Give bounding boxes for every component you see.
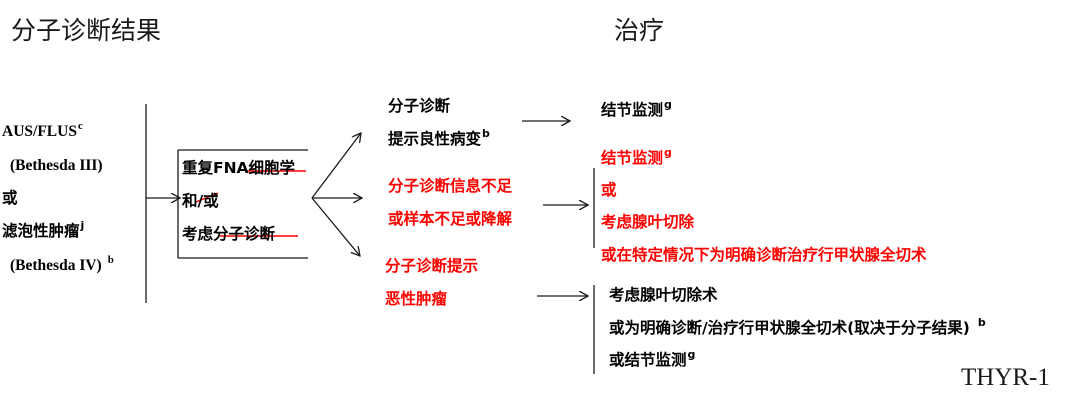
- malignant-treatment-text-2: 或为明确诊断/治疗行甲状腺全切术(取决于分子结果): [609, 319, 970, 337]
- arrow-to-benign: [311, 133, 361, 199]
- benign-treatment-sup: g: [664, 98, 672, 111]
- entry-sup-j: j: [80, 219, 85, 232]
- entry-line-1: AUS/FLUSc: [2, 120, 83, 143]
- benign-outcome-sup: b: [482, 127, 490, 140]
- middle-line-3: 考虑分子诊断: [182, 225, 276, 243]
- entry-line-4: 滤泡性肿瘤j: [2, 219, 85, 243]
- insufficient-treatment-text-1: 结节监测: [601, 149, 664, 167]
- entry-aus-flus: AUS/FLUS: [2, 123, 77, 140]
- malignant-treatment-sup-g: g: [687, 348, 696, 361]
- entry-line-3: 或: [2, 189, 18, 207]
- insufficient-outcome-line-2: 或样本不足或降解: [388, 210, 513, 228]
- insufficient-treatment-line-2: 或: [601, 181, 617, 199]
- malignant-treatment-sup-b: b: [977, 316, 986, 329]
- strike-mark-2: [195, 192, 219, 203]
- entry-follicular-neoplasm: 滤泡性肿瘤: [2, 222, 80, 240]
- entry-sup-b: b: [107, 254, 114, 266]
- malignant-outcome-line-1: 分子诊断提示: [385, 257, 479, 275]
- insufficient-treatment-sup: g: [664, 146, 672, 159]
- malignant-treatment-line-2: 或为明确诊断/治疗行甲状腺全切术(取决于分子结果) b: [609, 316, 986, 340]
- benign-outcome-line-1: 分子诊断: [388, 97, 451, 115]
- malignant-treatment-line-3: 或结节监测g: [609, 348, 696, 372]
- entry-sup-c: c: [77, 120, 83, 132]
- entry-bethesda-iv: (Bethesda IV): [10, 257, 102, 274]
- page-code: THYR-1: [961, 364, 1050, 391]
- insufficient-outcome-line-1: 分子诊断信息不足: [388, 177, 513, 195]
- malignant-outcome-line-2: 恶性肿瘤: [385, 290, 448, 308]
- middle-line-1: 重复FNA细胞学: [182, 159, 296, 177]
- benign-outcome-text: 提示良性病变: [388, 130, 482, 148]
- arrow-to-malignant: [311, 197, 360, 256]
- malignant-treatment-line-1: 考虑腺叶切除术: [609, 286, 718, 304]
- benign-treatment: 结节监测g: [601, 98, 672, 122]
- entry-line-2: (Bethesda III): [10, 157, 103, 174]
- results-header: 分子诊断结果: [11, 16, 162, 45]
- benign-treatment-text: 结节监测: [601, 101, 664, 119]
- benign-outcome-line-2: 提示良性病变b: [388, 127, 490, 151]
- insufficient-treatment-line-4: 或在特定情况下为明确诊断治疗行甲状腺全切术: [601, 246, 927, 264]
- malignant-treatment-text-3: 或结节监测: [609, 351, 687, 369]
- treatment-header: 治疗: [614, 16, 665, 45]
- insufficient-treatment-line-3: 考虑腺叶切除: [601, 213, 695, 231]
- insufficient-treatment-line-1: 结节监测g: [601, 146, 672, 170]
- middle-line-2: 和/或: [182, 192, 219, 210]
- entry-line-5: (Bethesda IV) b: [10, 254, 114, 277]
